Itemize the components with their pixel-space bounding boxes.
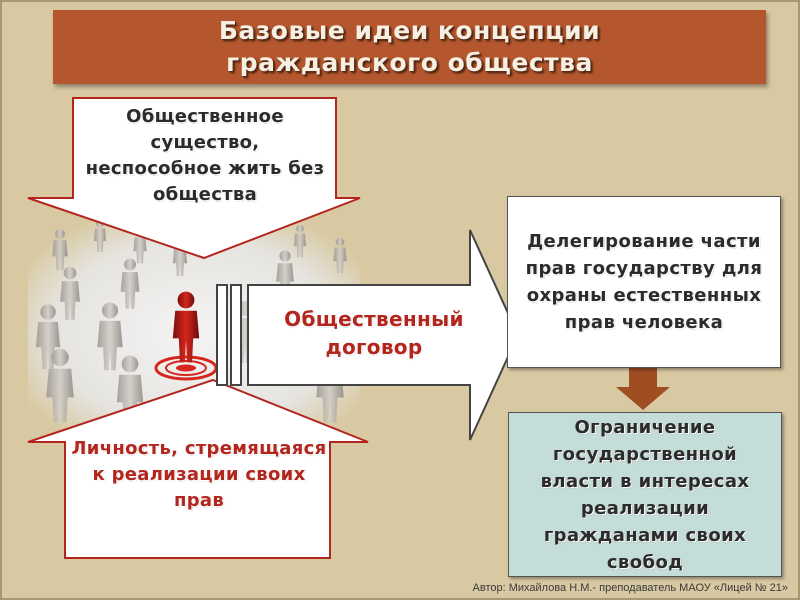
center-arrow-shape	[216, 229, 520, 441]
delegation-box-text: Делегирование части прав государству для…	[525, 231, 763, 333]
delegation-box: Делегирование части прав государству для…	[507, 196, 781, 368]
limitation-box: Ограничение государственной власти в инт…	[508, 412, 782, 577]
bottom-arrow-text: Личность, стремящаяся к реализации своих…	[71, 438, 327, 511]
limitation-box-text: Ограничение государственной власти в инт…	[540, 416, 750, 573]
top-arrow-text: Общественное существо, неспособное жить …	[85, 106, 325, 205]
bottom-arrow-shape	[27, 378, 369, 559]
center-arrow-text: Общественный договор	[284, 307, 464, 359]
top-arrow-shape	[27, 97, 361, 260]
page-title: Базовые идеи концепции гражданского обще…	[218, 16, 601, 77]
author-footer: Автор: Михайлова Н.М.- преподаватель МАО…	[472, 582, 788, 594]
title-bar: Базовые идеи концепции гражданского обще…	[53, 10, 766, 84]
connector-down-arrow	[616, 367, 670, 410]
